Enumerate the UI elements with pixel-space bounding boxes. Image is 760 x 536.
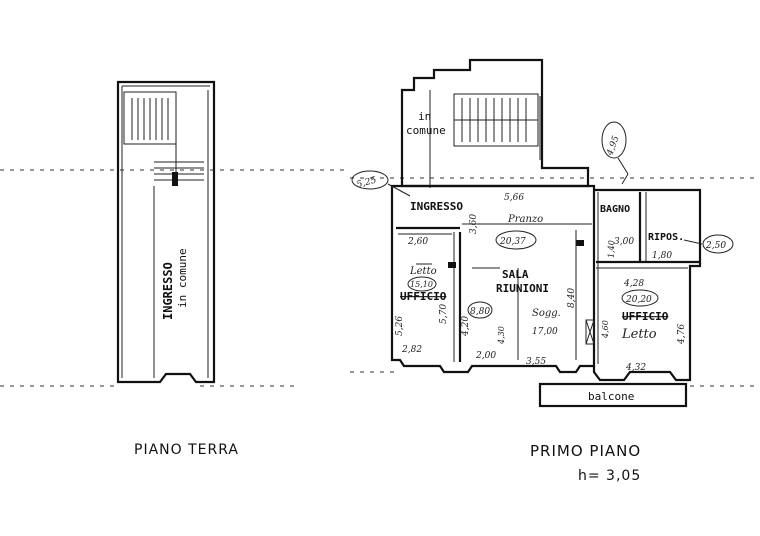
measure-4-32: 4,32: [625, 363, 646, 373]
measure-5-70: 5,70: [439, 304, 449, 324]
room-ufficio-right: UFFICIO: [622, 310, 669, 323]
measure-2-00: 2,00: [475, 351, 496, 361]
measure-3-00: 3,00: [614, 237, 634, 247]
reference-lines: [0, 169, 760, 387]
hand-pranzo: Pranzo: [507, 214, 543, 225]
room-ufficio-left: UFFICIO: [400, 290, 447, 303]
measure-17-00: 17,00: [532, 327, 558, 337]
measure-8-80: 8,80: [470, 307, 490, 317]
measure-4-28: 4,28: [623, 279, 644, 289]
measure-15-10: 15,10: [410, 280, 433, 289]
measure-4-60: 4,60: [601, 320, 610, 339]
stair-comune-label: comune: [406, 124, 446, 137]
measure-5-26: 5,26: [395, 316, 405, 336]
measure-3-55: 3,55: [526, 357, 546, 367]
room-sala: SALA: [502, 268, 529, 281]
measure-4-76: 4,76: [677, 324, 687, 345]
measure-8-40: 8,40: [567, 288, 577, 308]
hand-letto-right: Letto: [621, 327, 657, 342]
ground-floor-caption: PIANO TERRA: [134, 442, 239, 458]
measure-20-20: 20,20: [625, 295, 652, 305]
measure-4-20: 4,20: [461, 316, 471, 337]
room-ripostiglio: RIPOS.: [648, 232, 684, 243]
stair-in-label: in: [418, 110, 431, 123]
balcony: balcone: [538, 382, 688, 408]
room-riunioni: RIUNIONI: [496, 282, 549, 295]
shared-stair-area: in comune: [400, 58, 590, 188]
measure-2-60: 2,60: [407, 237, 428, 247]
measure-5-25: 5,25: [356, 175, 378, 190]
measure-4-95: 4,95: [605, 135, 622, 158]
hand-letto-left: Letto: [409, 266, 437, 277]
measure-4-30: 4,30: [497, 326, 506, 345]
ground-in-comune-label: in comune: [176, 248, 189, 308]
measure-3-60: 3,60: [469, 214, 479, 234]
measure-1-40: 1,40: [607, 240, 616, 258]
interior-walls: [396, 192, 700, 364]
first-floor-plan: in comune: [351, 58, 734, 484]
apartment-outer-wall: [390, 184, 596, 374]
room-bagno: BAGNO: [600, 204, 630, 215]
measure-5-66: 5,66: [504, 193, 524, 203]
first-floor-caption: PRIMO PIANO: [530, 442, 641, 460]
ground-floor-plan: INGRESSO in comune PIANO TERRA: [116, 80, 239, 458]
room-ingresso: INGRESSO: [410, 200, 463, 213]
measure-1-80: 1,80: [652, 251, 672, 261]
measure-2-82: 2,82: [401, 345, 422, 355]
measurements: 5,25 5,66 3,60 20,37 2,60 15,10 4,95 3,0…: [351, 121, 734, 373]
measure-2-50: 2,50: [705, 241, 726, 251]
ground-stairs: [123, 91, 204, 378]
measure-20-37: 20,37: [499, 237, 526, 247]
ground-ingresso-label: INGRESSO: [161, 262, 175, 320]
balcony-label: balcone: [588, 390, 634, 403]
first-floor-height: h= 3,05: [578, 468, 641, 484]
hand-sogg: Sogg.: [532, 308, 561, 319]
